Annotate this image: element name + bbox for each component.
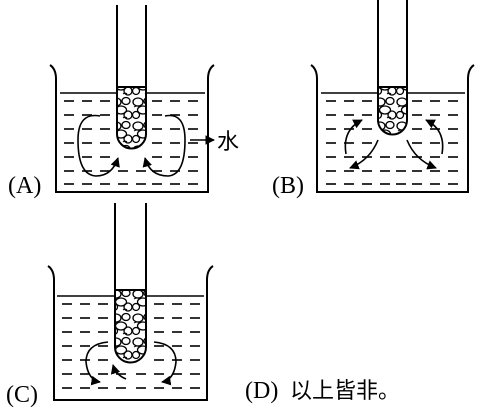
beaker-b xyxy=(310,64,475,193)
convection-arrows-c xyxy=(85,341,177,386)
panel-c-label: (C) xyxy=(6,382,38,408)
convection-arrows-b xyxy=(344,119,444,170)
panel-c: (C) xyxy=(6,203,214,408)
convection-arrows-a xyxy=(77,114,215,177)
test-tube-a xyxy=(116,5,147,150)
test-tube-b xyxy=(377,0,408,136)
water-label: 水 xyxy=(217,130,239,155)
beaker-c xyxy=(47,265,214,401)
option-d-text: 以上皆非。 xyxy=(290,379,400,404)
test-tube-c xyxy=(114,203,147,364)
option-d: (D) 以上皆非。 xyxy=(245,378,400,404)
water-c xyxy=(57,295,204,389)
panel-b-label: (B) xyxy=(272,173,304,199)
panel-a-label: (A) xyxy=(8,173,41,199)
option-d-label: (D) xyxy=(245,378,278,404)
panel-a: 水 (A) xyxy=(8,5,239,199)
beaker-a xyxy=(49,64,215,193)
panel-b: (B) xyxy=(272,0,475,199)
